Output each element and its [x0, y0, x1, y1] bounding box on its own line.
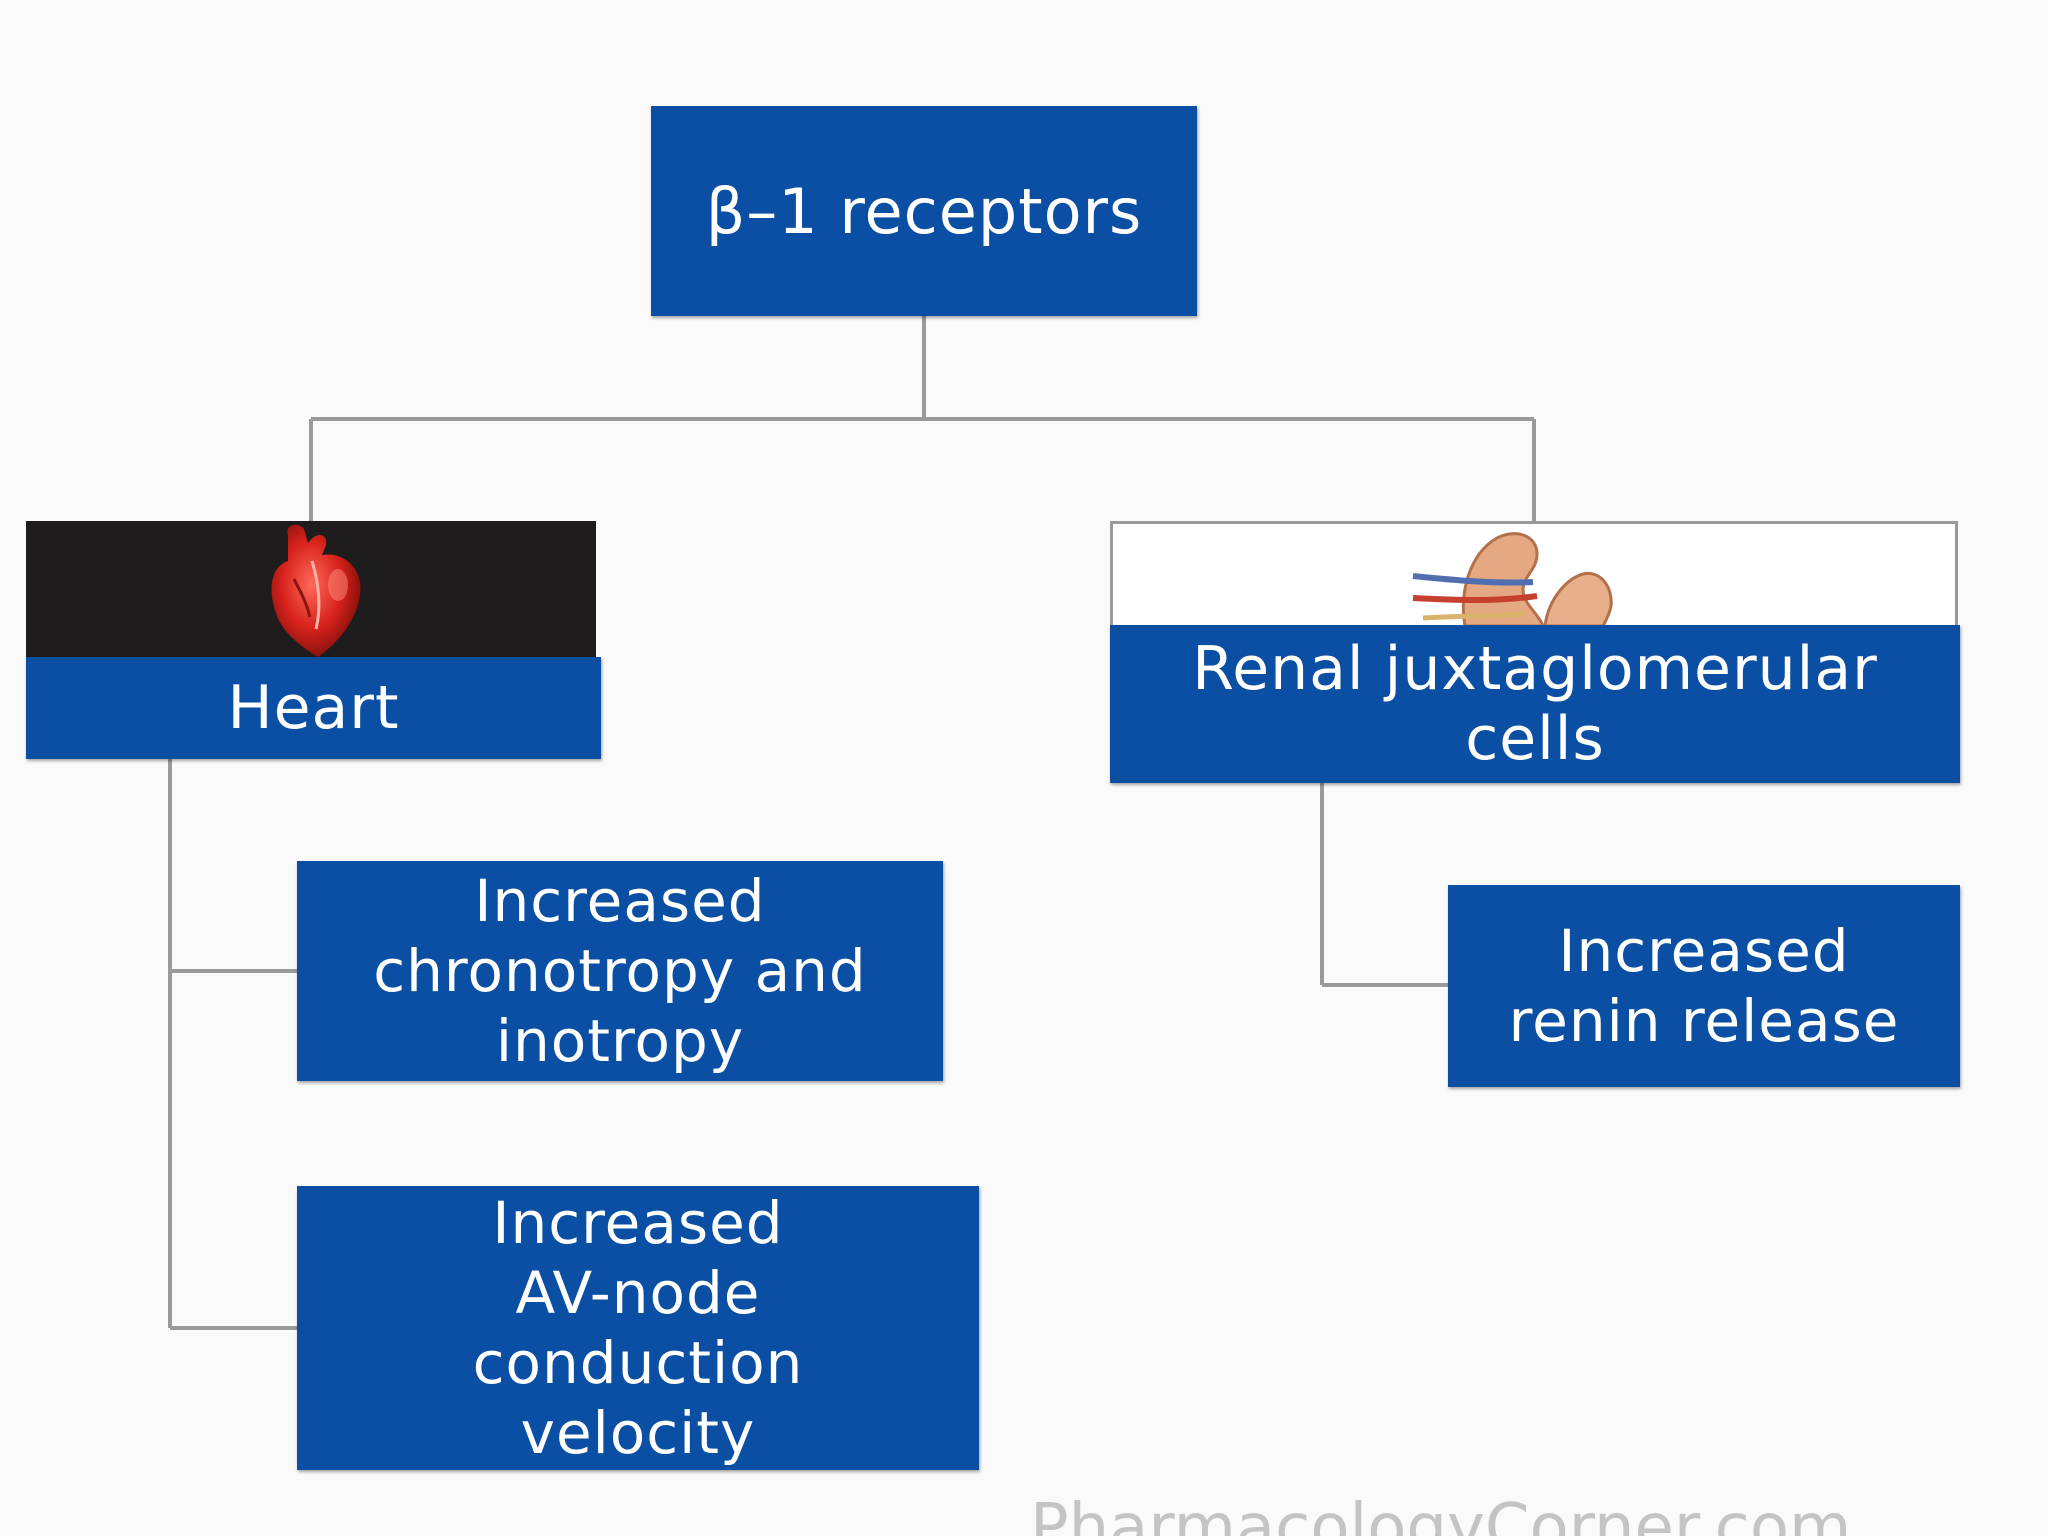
- increased-chronotropy-inotropy-node: Increased chronotropy and inotropy: [297, 861, 943, 1081]
- heart-icon: [271, 524, 361, 657]
- effect-line: chronotropy and: [373, 937, 867, 1005]
- kidney-icon: [1412, 532, 1613, 628]
- renal-label-bar: Renal juxtaglomerular cells: [1110, 625, 1960, 783]
- effect-line: Increased: [1558, 917, 1850, 985]
- beta1-receptors-node: β–1 receptors: [651, 106, 1197, 316]
- heart-label-bar: Heart: [26, 657, 601, 759]
- effect-line: Increased: [492, 1189, 784, 1257]
- effect-line: velocity: [520, 1399, 756, 1467]
- beta1-receptors-label: β–1 receptors: [705, 174, 1143, 248]
- watermark: PharmacologyCorner.com: [1030, 1491, 1852, 1536]
- effect-line: conduction: [472, 1329, 804, 1397]
- effect-line: AV-node: [515, 1259, 761, 1327]
- kidney-image-banner: [1110, 521, 1958, 629]
- increased-av-node-conduction-node: Increased AV-node conduction velocity: [297, 1186, 979, 1470]
- renal-node: Renal juxtaglomerular cells: [1110, 521, 1960, 783]
- renal-label-line-1: Renal juxtaglomerular: [1192, 634, 1878, 704]
- increased-renin-release-node: Increased renin release: [1448, 885, 1960, 1087]
- heart-image-banner: [26, 521, 596, 659]
- effect-line: renin release: [1508, 987, 1900, 1055]
- effect-line: Increased: [474, 867, 766, 935]
- renal-label-line-2: cells: [1465, 704, 1605, 774]
- heart-node: Heart: [26, 521, 601, 759]
- heart-label: Heart: [227, 673, 400, 743]
- effect-line: inotropy: [495, 1007, 745, 1075]
